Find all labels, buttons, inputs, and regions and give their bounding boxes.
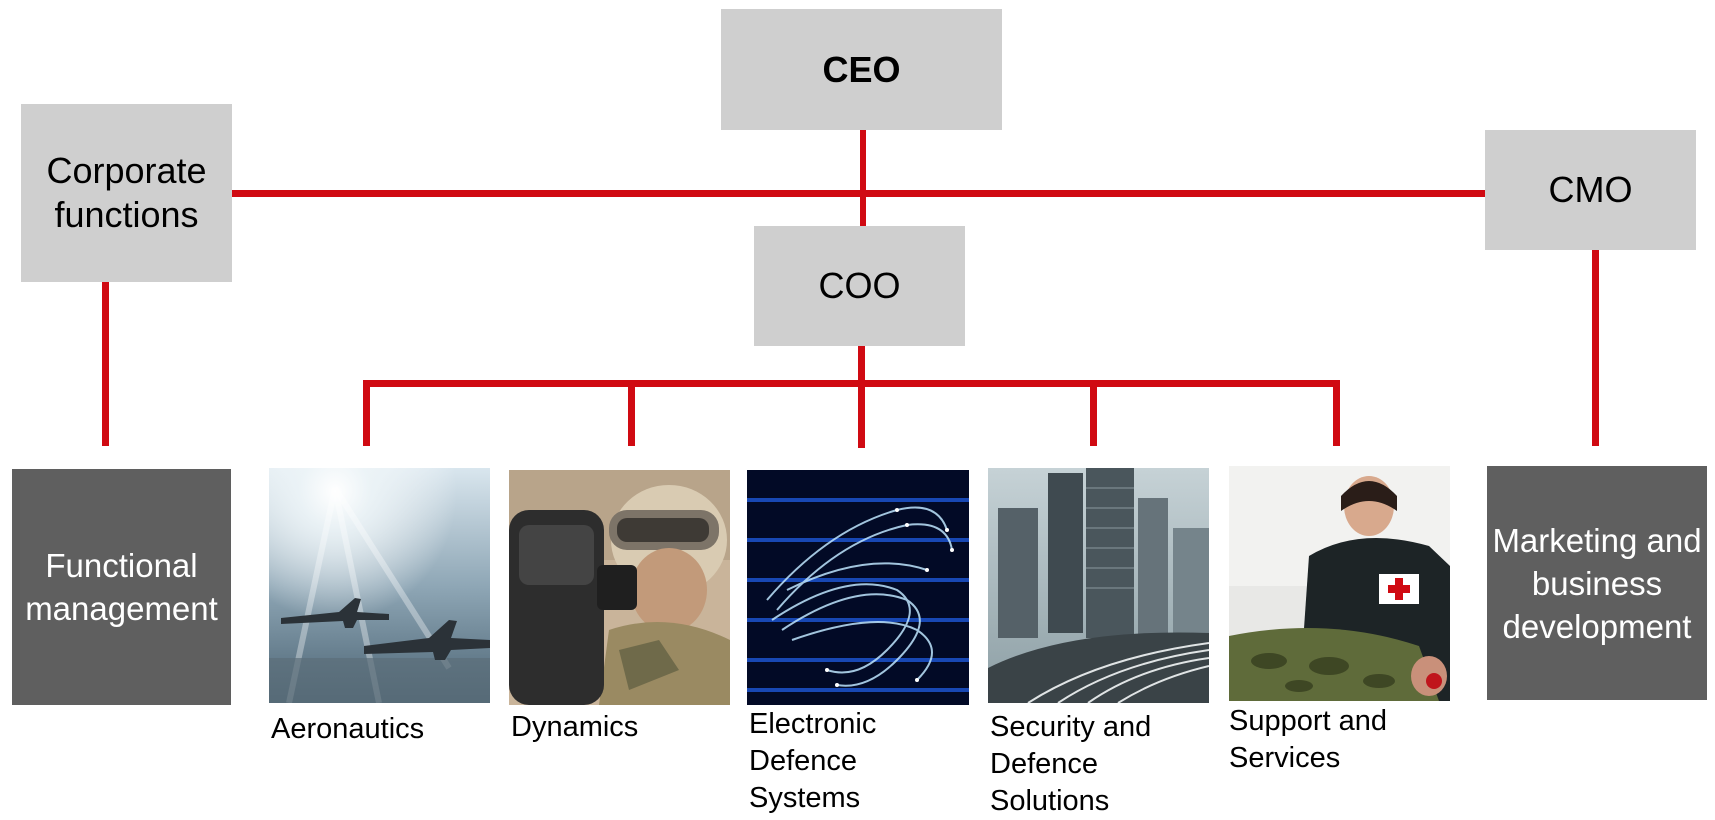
coo-label: COO [818, 265, 901, 306]
sds-photo [988, 468, 1209, 703]
eds-photo [747, 470, 969, 705]
business-area-label: Aeronautics [271, 713, 425, 745]
dynamics-photo [509, 470, 730, 705]
aeronautics-photo [269, 468, 490, 703]
horizontal-main-connector [232, 190, 1486, 197]
eds-connector [858, 380, 865, 446]
functional-management-label: Functional management [25, 547, 218, 627]
corporate-functions-connector [102, 282, 109, 446]
cmo-box: CMO [1485, 130, 1696, 250]
cmo-label: CMO [1548, 169, 1633, 210]
aeronautics-connector [363, 380, 370, 446]
soldier-weapon-icon [509, 470, 730, 705]
ceo-box: CEO [721, 9, 1002, 130]
support-photo [1229, 466, 1450, 701]
dynamics-connector [628, 380, 635, 446]
marketing-box: Marketing and business development [1487, 466, 1707, 700]
business-area-label: Electronic Defence Systems [749, 708, 877, 814]
fighter-jets-icon [269, 468, 490, 703]
sds-connector [1090, 380, 1097, 446]
marketing-label: Marketing and business development [1492, 521, 1702, 645]
corporate-functions-box: Corporate functions [21, 104, 232, 282]
business-area-label: Dynamics [511, 711, 639, 743]
functional-management-box: Functional management [12, 469, 231, 705]
field-medic-icon [1229, 466, 1450, 701]
business-area-label: Security and Defence Solutions [990, 711, 1152, 817]
ceo-connector [860, 130, 866, 228]
fiber-optic-icon [747, 470, 969, 705]
cmo-connector [1592, 250, 1599, 446]
city-highway-icon [988, 468, 1209, 703]
support-connector [1333, 380, 1340, 446]
corporate-functions-label: Corporate functions [46, 150, 207, 235]
ceo-label: CEO [822, 48, 901, 90]
business-area-label: Support and Services [1229, 705, 1388, 774]
business-areas-bar [363, 380, 1340, 387]
coo-box: COO [754, 226, 965, 346]
